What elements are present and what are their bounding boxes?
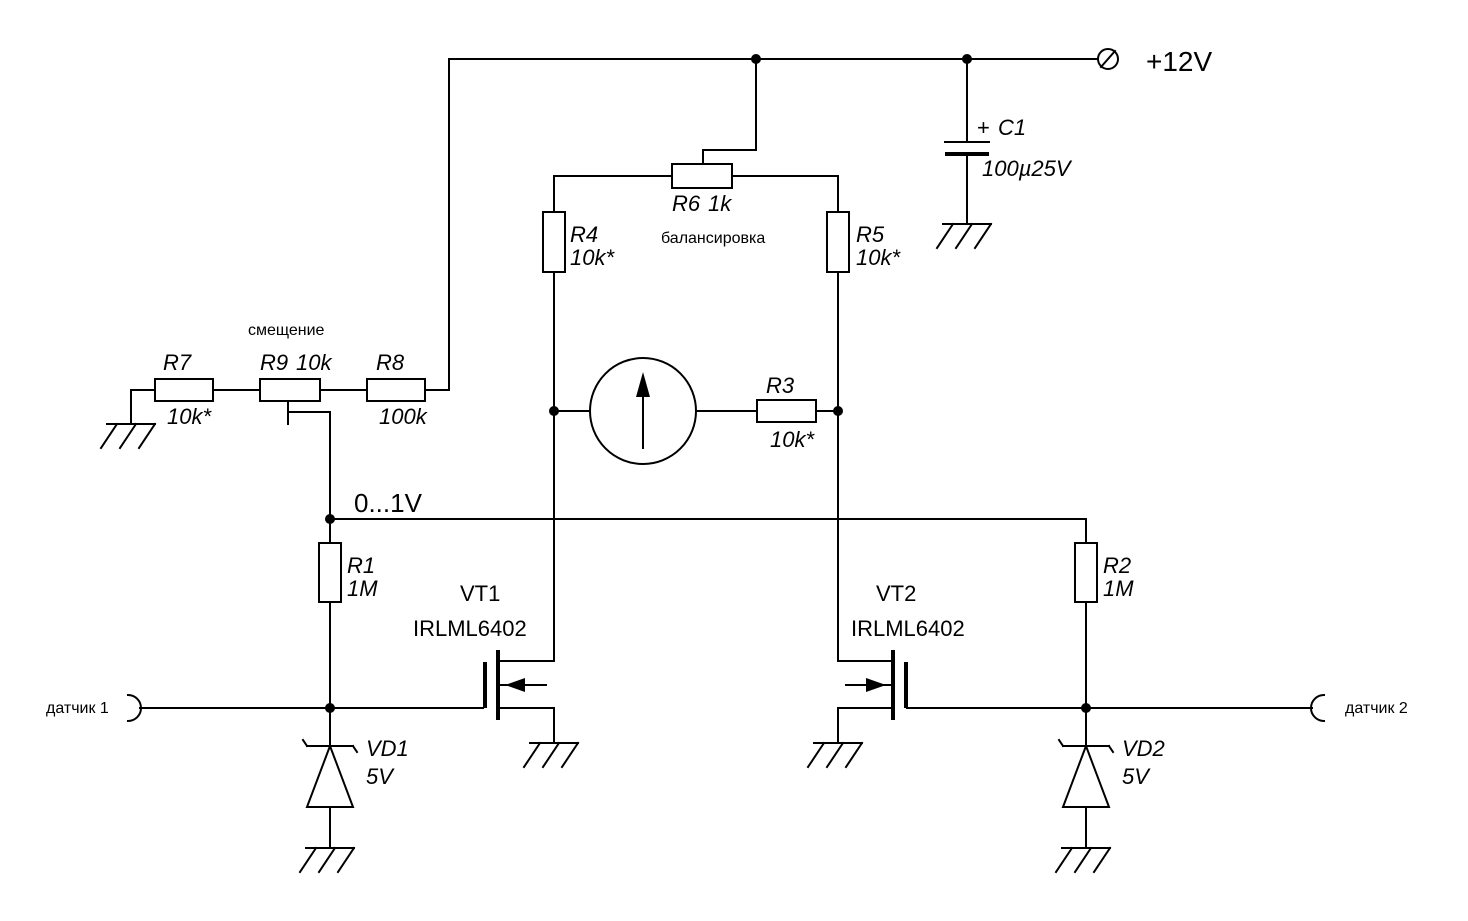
- r7-value: 10k*: [167, 404, 212, 429]
- junction-dot: [549, 406, 559, 416]
- junction-dot: [1081, 703, 1091, 713]
- resistor-r8: R8 100k: [366, 350, 428, 429]
- junction-dot: [325, 514, 335, 524]
- resistor-r4: R4 10k*: [542, 211, 615, 273]
- vt1-name: VT1: [460, 581, 500, 606]
- r9-name: R9: [260, 350, 288, 375]
- supply-label: +12V: [1146, 46, 1212, 77]
- resistor-r3: R3 10k*: [756, 373, 817, 452]
- transistor-vt1: VT1 IRLML6402: [413, 581, 547, 720]
- ground-icon: [935, 222, 993, 250]
- r4-value: 10k*: [570, 245, 615, 270]
- r8-value: 100k: [379, 404, 428, 429]
- junction-dot: [833, 406, 843, 416]
- r5-name: R5: [856, 222, 885, 247]
- junction-dot: [751, 54, 761, 64]
- capacitor-c1: + C1 100µ25V: [944, 115, 1073, 181]
- r1-value: 1M: [347, 576, 378, 601]
- vd1-name: VD1: [366, 736, 409, 761]
- sensor-2-connector: датчик 2: [1310, 693, 1408, 723]
- sensor-1-connector: датчик 1: [46, 693, 142, 723]
- r6-note: балансировка: [661, 230, 765, 247]
- junction-dots: [325, 54, 1091, 713]
- vd2-value: 5V: [1122, 764, 1151, 789]
- supply-terminal: +12V: [1097, 46, 1212, 77]
- r6-name: R6: [672, 191, 701, 216]
- resistor-r7: R7 10k*: [154, 350, 214, 429]
- vd2-name: VD2: [1122, 736, 1165, 761]
- ground-icon: [1054, 846, 1112, 874]
- r3-value: 10k*: [770, 427, 815, 452]
- c1-polarity: +: [977, 115, 990, 140]
- r9-note: смещение: [248, 322, 325, 339]
- r5-value: 10k*: [856, 245, 901, 270]
- r2-value: 1M: [1103, 576, 1134, 601]
- vt1-part: IRLML6402: [413, 616, 527, 641]
- junction-dot: [325, 703, 335, 713]
- r6-value: 1k: [708, 191, 732, 216]
- resistor-r1: R1 1M: [318, 542, 378, 603]
- meter-gauge-icon: [589, 357, 697, 465]
- sensor-2-label: датчик 2: [1345, 700, 1408, 717]
- junction-dot: [962, 54, 972, 64]
- ground-icon: [522, 741, 580, 769]
- r7-name: R7: [163, 350, 192, 375]
- r1-name: R1: [347, 553, 375, 578]
- r2-name: R2: [1103, 553, 1131, 578]
- r3-name: R3: [766, 373, 795, 398]
- zener-vd2: VD2 5V: [1057, 736, 1165, 808]
- ground-icon: [99, 422, 157, 450]
- vd1-value: 5V: [366, 764, 395, 789]
- ground-icon: [298, 846, 356, 874]
- resistor-r9: R9 10k смещение: [248, 322, 332, 402]
- resistor-r6: R6 1k балансировка: [661, 149, 765, 247]
- c1-name: C1: [998, 115, 1026, 140]
- wires: [130, 58, 1313, 849]
- resistor-r5: R5 10k*: [826, 211, 901, 273]
- zener-vd1: VD1 5V: [301, 736, 409, 808]
- resistor-r2: R2 1M: [1074, 542, 1134, 603]
- vt2-name: VT2: [876, 581, 916, 606]
- ground-icon: [806, 741, 864, 769]
- r8-name: R8: [376, 350, 405, 375]
- c1-value: 100µ25V: [982, 156, 1073, 181]
- r9-value: 10k: [296, 350, 332, 375]
- transistor-vt2: VT2 IRLML6402: [845, 581, 965, 720]
- sensor-1-label: датчик 1: [46, 700, 109, 717]
- bias-net-label: 0...1V: [354, 488, 423, 518]
- vt2-part: IRLML6402: [851, 616, 965, 641]
- r4-name: R4: [570, 222, 598, 247]
